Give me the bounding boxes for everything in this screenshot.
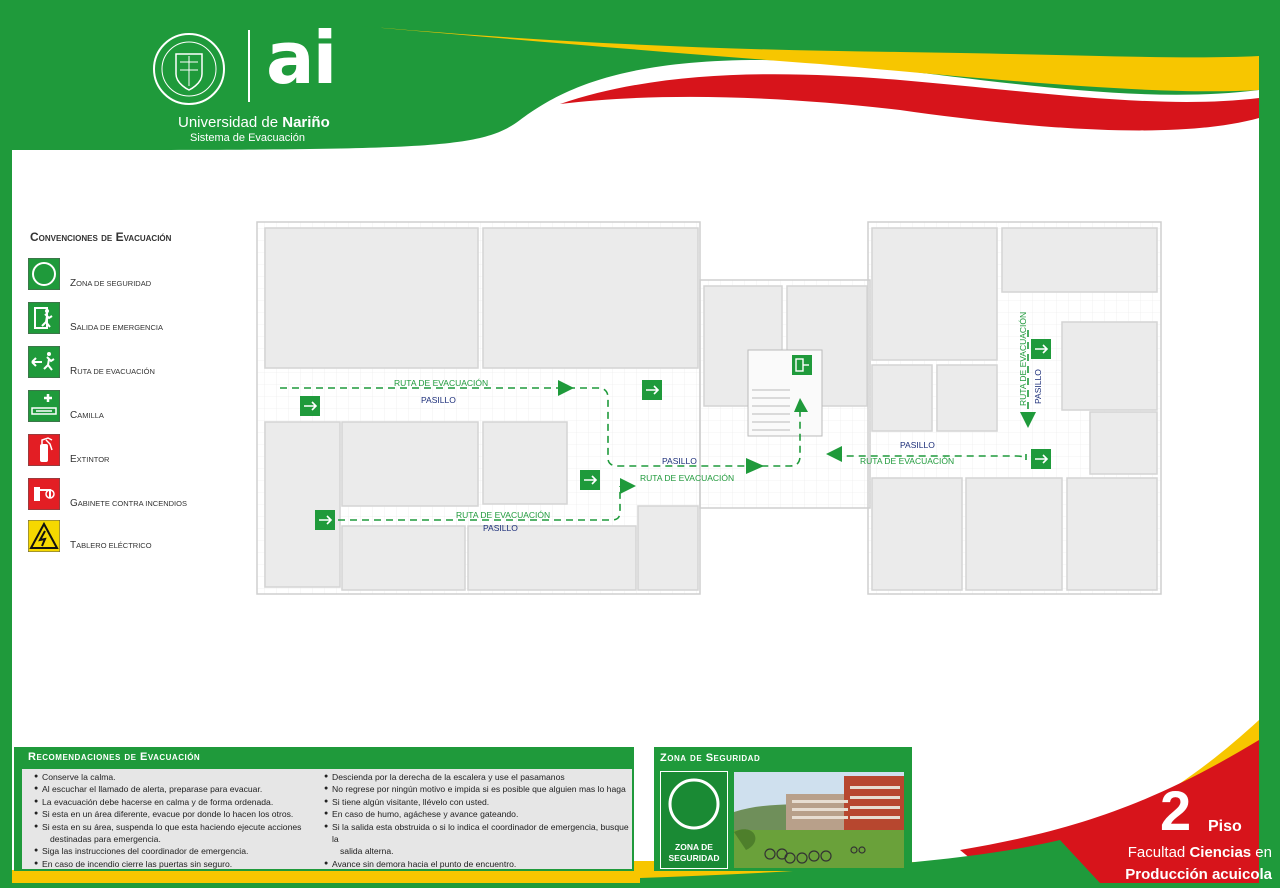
stretcher-icon xyxy=(28,390,60,422)
route-label: RUTA DE EVACUACIÓN xyxy=(456,510,550,520)
list-item: Si esta en un área diferente, evacue por… xyxy=(34,808,301,821)
emergency-exit-icon xyxy=(28,302,60,334)
list-item: Descienda por la derecha de la escalera … xyxy=(324,771,632,784)
legend-label: Extintor xyxy=(70,454,110,465)
legend-label: Zona de seguridad xyxy=(70,278,152,289)
legend-label: Gabinete contra incendios xyxy=(70,498,187,509)
faculty-strong: Ciencias xyxy=(1189,844,1252,861)
emergency-exit-icon xyxy=(1031,339,1051,359)
corridor-label: PASILLO xyxy=(1033,369,1043,404)
legend-label: Tablero eléctrico xyxy=(70,540,152,551)
campus-photo xyxy=(734,772,904,868)
emergency-exit-icon xyxy=(580,470,600,490)
university-name: Universidad de Nariño xyxy=(178,114,330,131)
rooms xyxy=(264,227,1158,591)
list-item: En caso de incendio cierre las puertas s… xyxy=(34,858,301,871)
legend-label: Salida de emergencia xyxy=(70,322,163,333)
list-item: En caso de humo, agáchese y avance gatea… xyxy=(324,808,632,821)
evacuation-routes xyxy=(280,330,1029,521)
recommendations-panel: Recomendaciones de Evacuación Conserve l… xyxy=(14,747,634,871)
corridor-label: PASILLO xyxy=(421,395,456,405)
exit-signs xyxy=(300,339,1051,530)
list-item: Conserve la calma. xyxy=(34,771,301,784)
emergency-exit-icon xyxy=(1031,449,1051,469)
system-name: Sistema de Evacuación xyxy=(190,132,305,144)
faculty-suffix: en xyxy=(1251,844,1272,861)
recommendations-left-list: Conserve la calma. Al escuchar el llamad… xyxy=(34,771,301,871)
faculty-line2: Producción acuicola xyxy=(1125,866,1272,883)
emergency-exit-icon xyxy=(642,380,662,400)
list-item: Avance sin demora hacia el punto de encu… xyxy=(324,858,632,871)
faculty-name: Facultad Ciencias en Producción acuicola xyxy=(1070,842,1272,886)
legend-label: Camilla xyxy=(70,410,104,421)
emergency-exit-icon xyxy=(792,355,812,375)
list-item: destinadas para emergencia. xyxy=(50,834,161,845)
safe-zone-icon xyxy=(28,258,60,290)
safety-zone-sign-line2: SEGURIDAD xyxy=(668,853,720,863)
ai-logo-text: ai xyxy=(266,16,337,100)
list-item: Siga las instrucciones del coordinador d… xyxy=(34,845,301,858)
university-prefix: Universidad de xyxy=(178,114,283,131)
university-name-strong: Nariño xyxy=(282,114,330,131)
list-item: La evacuación debe hacerse en calma y de… xyxy=(34,796,301,809)
recommendations-body: Conserve la calma. Al escuchar el llamad… xyxy=(22,769,632,871)
university-logo: ai xyxy=(150,16,350,148)
floor-number: 2 xyxy=(1160,779,1192,842)
emergency-exit-icon xyxy=(315,510,335,530)
university-seal xyxy=(153,33,225,105)
list-item: Al escuchar el llamado de alerta, prepar… xyxy=(34,783,301,796)
list-item: Si la salida esta obstruida o si lo indi… xyxy=(324,821,632,846)
list-item: Si esta en su área, suspenda lo que esta… xyxy=(34,821,301,834)
safety-zone-title: Zona de Seguridad xyxy=(660,752,761,764)
list-item: Si tiene algún visitante, llévelo con us… xyxy=(324,796,632,809)
route-label: RUTA DE EVACUACIÓN xyxy=(640,473,734,483)
fire-extinguisher-icon xyxy=(28,434,60,466)
logo-divider xyxy=(248,30,250,102)
route-arrows xyxy=(558,380,1036,494)
route-label: RUTA DE EVACUACIÓN xyxy=(860,456,954,466)
safety-zone-sign: ZONA DE SEGURIDAD xyxy=(660,771,728,869)
legend-label: Ruta de evacuación xyxy=(70,366,155,377)
safety-zone-sign-line1: ZONA DE xyxy=(675,842,713,852)
corridor-label: PASILLO xyxy=(900,440,935,450)
list-item: No regrese por ningún motivo e impida si… xyxy=(324,783,632,796)
electrical-panel-icon xyxy=(28,520,60,552)
safety-zone-panel: Zona de Seguridad ZONA DE SEGURIDAD xyxy=(654,747,912,871)
legend-title: Convenciones de Evacuación xyxy=(30,230,172,244)
list-item: salida alterna. xyxy=(340,846,394,857)
faculty-prefix: Facultad xyxy=(1127,844,1190,861)
safety-zone-sign-label: ZONA DE SEGURIDAD xyxy=(661,842,727,864)
recommendations-right-list: Descienda por la derecha de la escalera … xyxy=(324,771,632,871)
corridor-label: PASILLO xyxy=(483,523,518,533)
emergency-exit-icon xyxy=(300,396,320,416)
route-label: RUTA DE EVACUACIÓN xyxy=(394,378,488,388)
route-label: RUTA DE EVACUACIÓN xyxy=(1018,312,1028,406)
recommendations-title: Recomendaciones de Evacuación xyxy=(28,751,201,763)
faculty-line1: Facultad Ciencias en xyxy=(1070,842,1272,864)
safe-zone-icon xyxy=(668,778,720,830)
fire-cabinet-icon xyxy=(28,478,60,510)
floor-word: Piso xyxy=(1208,818,1242,835)
evacuation-route-icon xyxy=(28,346,60,378)
corridor-label: PASILLO xyxy=(662,456,697,466)
